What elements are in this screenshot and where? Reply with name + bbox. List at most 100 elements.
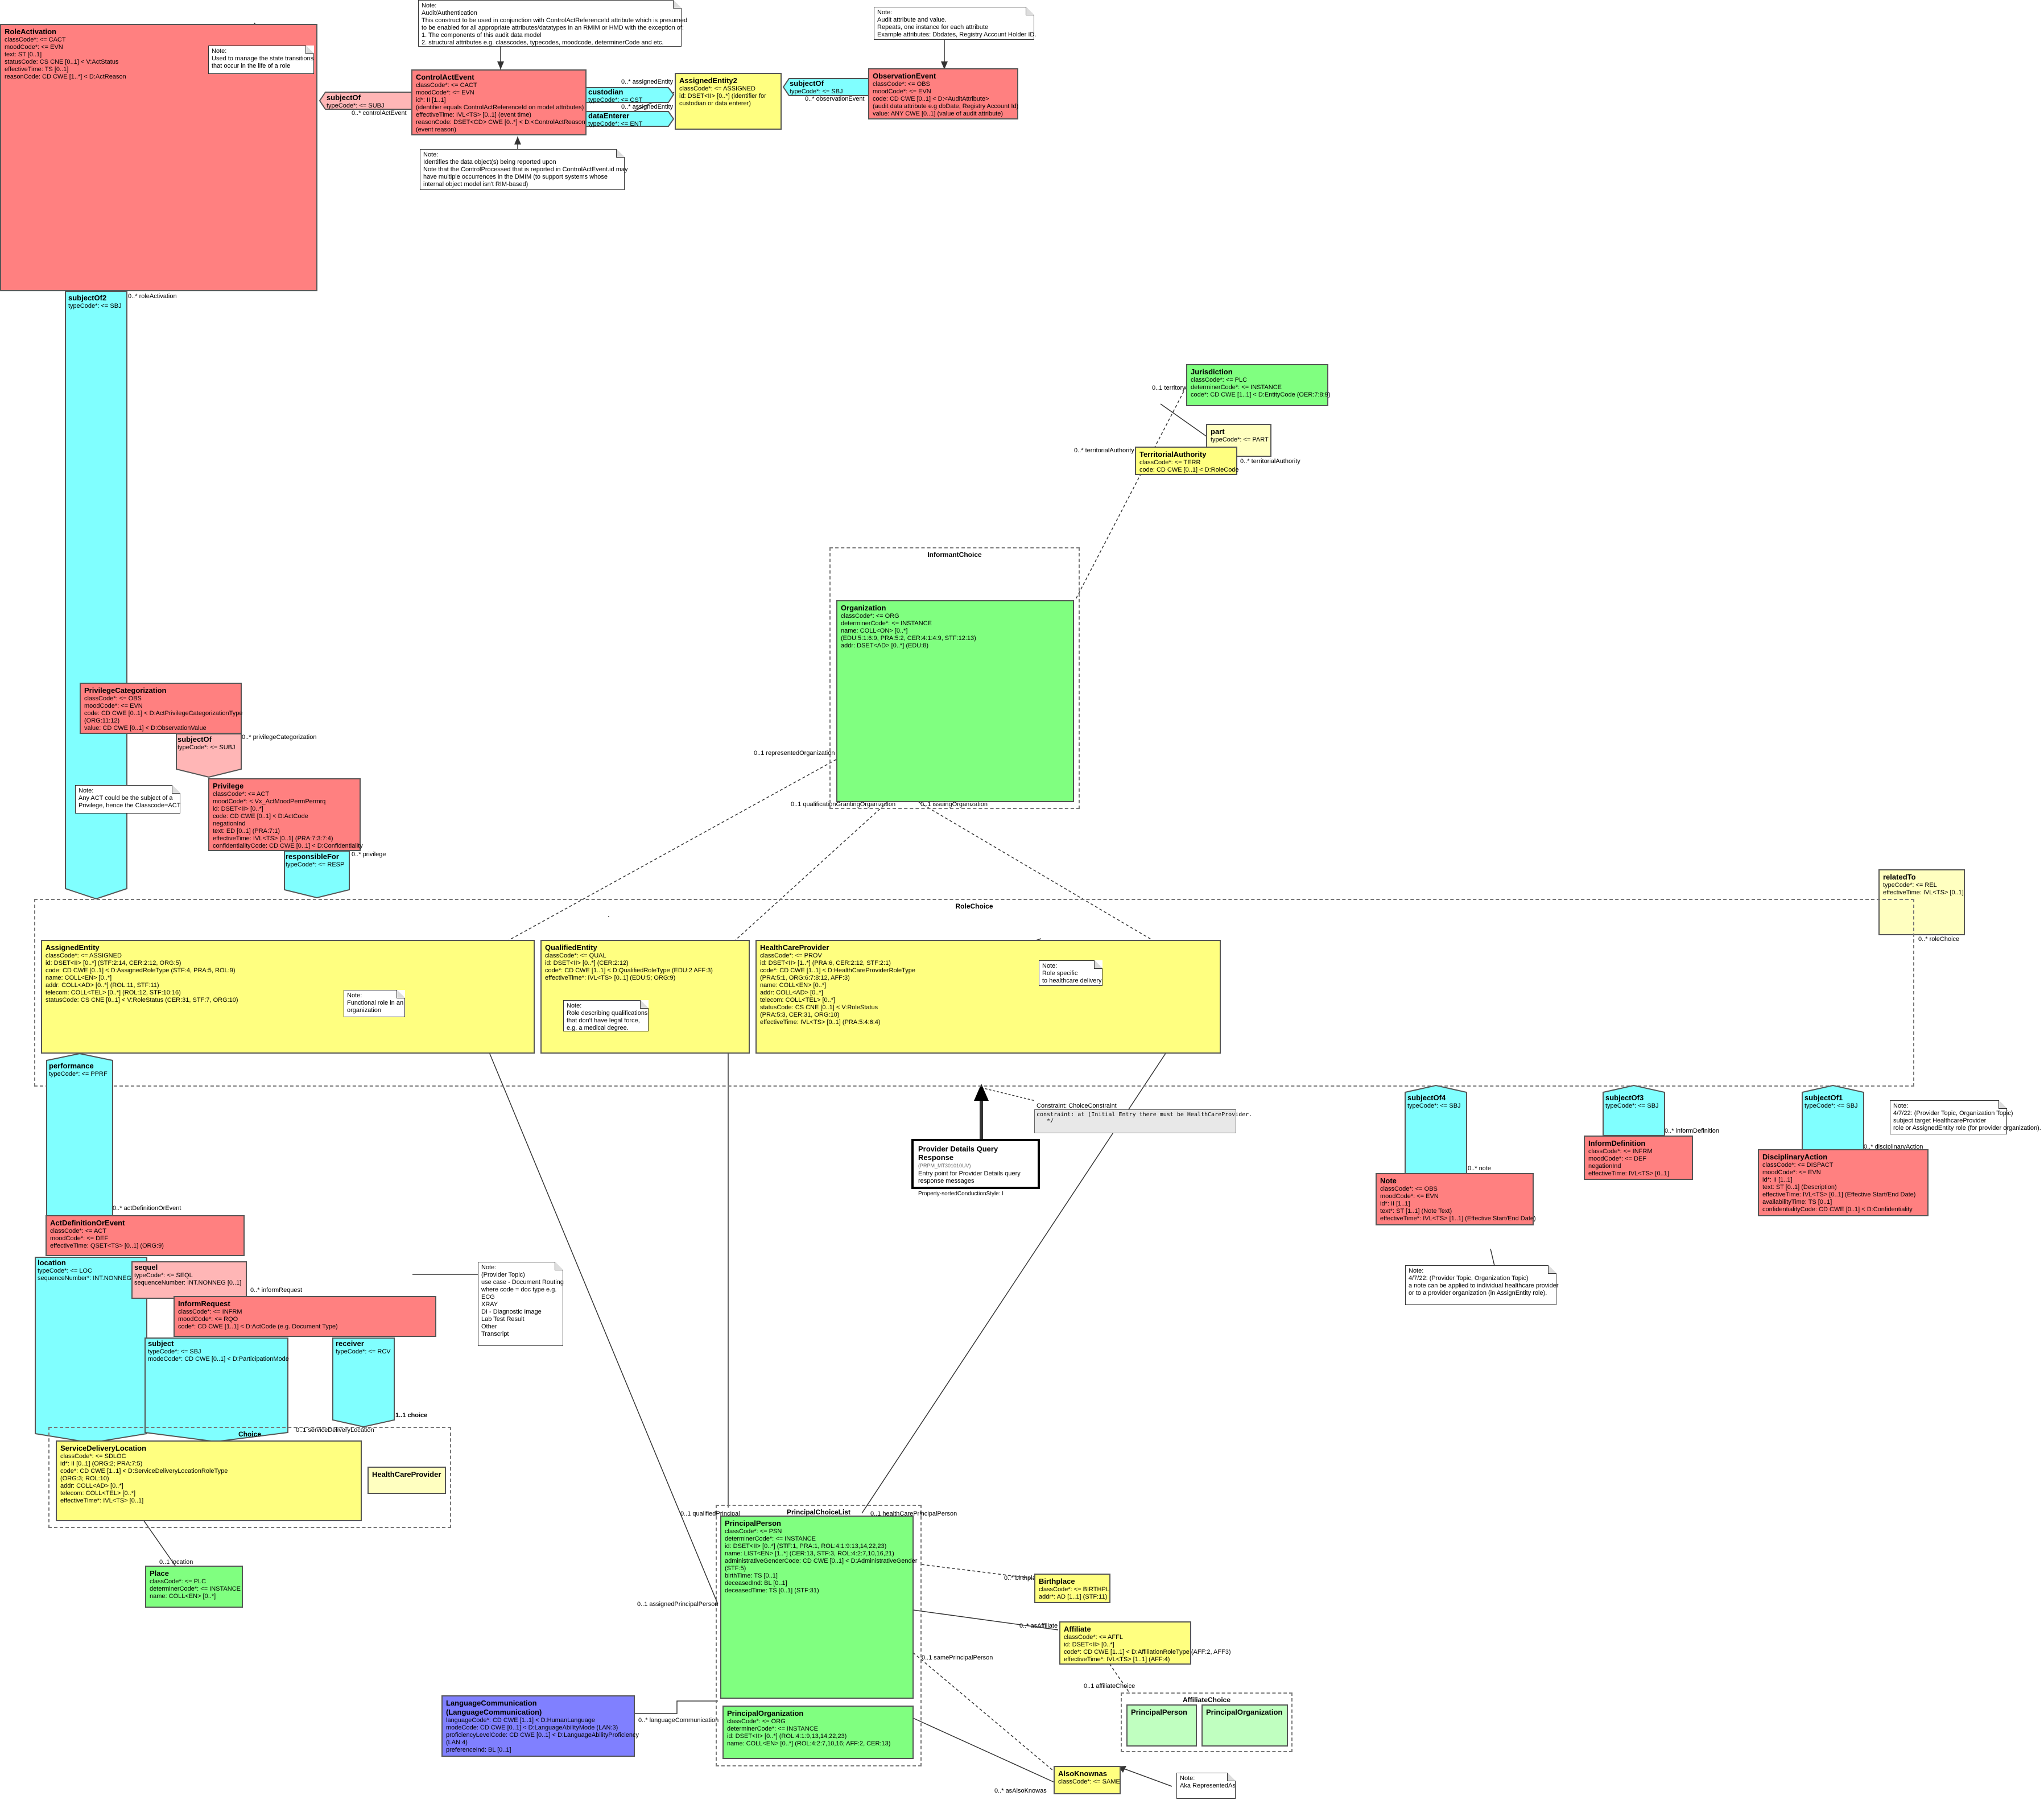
class-title: AssignedEntity2 <box>679 76 737 85</box>
location-shape <box>35 1257 147 1444</box>
participation-attributes: typeCode*: <= PPRF <box>49 1071 108 1077</box>
choice-title: Choice <box>238 1430 261 1438</box>
privilege-categorization-class[interactable]: PrivilegeCategorization classCode*: <= O… <box>80 683 242 734</box>
participation-attributes: typeCode*: <= LOC sequenceNumber*: INT.N… <box>38 1268 132 1282</box>
participation-attributes: typeCode*: <= SBJ <box>1804 1103 1858 1109</box>
class-attributes: classCode*: <= PLC determinerCode*: <= I… <box>1191 377 1331 398</box>
class-title: PrincipalOrganization <box>727 1709 804 1718</box>
subjectof-priv-participation[interactable]: subjectOf typeCode*: <= SUBJ <box>177 735 236 752</box>
choice-title: RoleChoice <box>955 902 993 910</box>
participation-attributes: typeCode*: <= SBJ <box>1407 1103 1461 1109</box>
subjectof2-participation[interactable] <box>65 291 128 900</box>
participation-title: subject <box>148 1339 174 1348</box>
privilege-mult: 0..* privilege <box>352 851 386 858</box>
note-act-class[interactable]: Note classCode*: <= OBS moodCode*: <= EV… <box>1376 1173 1536 1225</box>
class-attributes: classCode*: <= OBS moodCode*: <= EVN cod… <box>84 695 243 732</box>
participation-attributes: typeCode*: <= RCV <box>336 1348 391 1355</box>
birthplace-class[interactable]: Birthplace classCode*: <= BIRTHPL addr*:… <box>1034 1574 1110 1603</box>
class-title: relatedTo <box>1883 873 1916 881</box>
assigned-entity-mult: 0..* assignedEntity <box>621 79 674 85</box>
principal-person-class[interactable]: PrincipalPerson classCode*: <= PSN deter… <box>720 1516 918 1699</box>
privilege-class[interactable]: Privilege classCode*: <= ACT moodCode*: … <box>208 778 363 851</box>
choice-mult: 1..1 choice <box>395 1412 428 1419</box>
sequel-participation[interactable]: sequel typeCode*: <= SEQL sequenceNumber… <box>134 1263 241 1287</box>
class-attributes: classCode*: <= OBS moodCode*: <= EVN id*… <box>1380 1186 1536 1222</box>
role-activation-mult: 0..* roleActivation <box>128 293 177 300</box>
class-title: RoleActivation <box>5 27 57 36</box>
service-delivery-location-class[interactable]: ServiceDeliveryLocation classCode*: <= S… <box>56 1440 362 1521</box>
qualified-entity-class[interactable]: QualifiedEntity classCode*: <= QUAL id: … <box>540 940 750 1054</box>
subjectof3-participation[interactable]: subjectOf3 typeCode*: <= SBJ <box>1605 1093 1659 1110</box>
class-title: Affiliate <box>1064 1625 1091 1633</box>
performance-participation[interactable]: performance typeCode*: <= PPRF <box>49 1062 108 1078</box>
healthcare-provider-class[interactable]: HealthCareProvider classCode*: <= PROV i… <box>755 940 1221 1054</box>
participation-title: custodian <box>588 88 623 96</box>
principal-person-choice-class[interactable]: PrincipalPerson <box>1126 1704 1197 1747</box>
subjectof-obs-participation[interactable]: subjectOf typeCode*: <= SBJ <box>790 79 843 96</box>
class-title: HealthCareProvider <box>372 1470 441 1479</box>
language-mult: 0..* languageCommunication <box>638 1717 719 1724</box>
place-class[interactable]: Place classCode*: <= PLC determinerCode*… <box>145 1566 243 1608</box>
qualification-org-mult: 0..1 qualificationGrantingOrganization <box>791 801 896 808</box>
control-act-note: Note: Identifies the data object(s) bein… <box>420 149 628 190</box>
class-attributes: classCode*: <= PSN determinerCode*: <= I… <box>725 1528 918 1594</box>
subjectof1-participation[interactable]: subjectOf1 typeCode*: <= SBJ <box>1804 1093 1858 1110</box>
affiliate-class[interactable]: Affiliate classCode*: <= AFFL id: DSET<I… <box>1059 1621 1231 1665</box>
class-title: part <box>1211 427 1225 436</box>
class-attributes: classCode*: <= PROV id: DSET<II> [1..*] … <box>760 952 915 1026</box>
observation-event-class[interactable]: ObservationEvent classCode*: <= OBS mood… <box>868 68 1018 119</box>
dataenterer-participation[interactable]: dataEnterer typeCode*: <= ENT <box>588 112 642 128</box>
assigned-entity2-class[interactable]: AssignedEntity2 classCode*: <= ASSIGNED … <box>675 73 782 130</box>
role-choice: RoleChoice <box>34 899 1914 1087</box>
subjectof-priv-shape <box>176 733 242 778</box>
qualification-connector <box>733 802 888 942</box>
disciplinary-action-class[interactable]: DisciplinaryAction classCode*: <= DISPAC… <box>1758 1149 1929 1216</box>
organization-class[interactable]: Organization classCode*: <= ORG determin… <box>836 600 1074 802</box>
participation-title: subjectOf1 <box>1804 1093 1843 1102</box>
birthplace-mult: 0..* birthplace <box>1004 1575 1043 1582</box>
class-attributes: classCode*: <= QUAL id: DSET<II> [0..*] … <box>545 952 713 981</box>
part-participation[interactable]: part typeCode*: <= PART <box>1206 424 1271 457</box>
act-definition-or-event-class[interactable]: ActDefinitionOrEvent classCode*: <= ACT … <box>46 1215 245 1256</box>
healthcare-note: Note: Role specific to healthcare delive… <box>1039 960 1102 986</box>
subjectof4-participation[interactable]: subjectOf4 typeCode*: <= SBJ <box>1407 1093 1461 1110</box>
class-attributes: classCode*: <= CACT moodCode*: <= EVN id… <box>416 82 589 133</box>
responsiblefor-shape <box>284 851 350 899</box>
location-participation[interactable]: location typeCode*: <= LOC sequenceNumbe… <box>38 1258 131 1282</box>
subjectof-control-participation[interactable] <box>319 91 414 110</box>
control-act-mult: 0..* controlActEvent <box>352 110 407 117</box>
entry-description: Entry point for Provider Details query r… <box>918 1170 1021 1184</box>
privilege-categorization-mult: 0..* privilegeCategorization <box>242 734 317 741</box>
participation-attributes: typeCode*: <= SUBJ <box>327 102 385 109</box>
issuing-org-mult: 0..1 issuingOrganization <box>920 801 988 808</box>
inform-definition-class[interactable]: InformDefinition classCode*: <= INFRM mo… <box>1584 1136 1693 1180</box>
subjectof-obs-shape <box>782 78 870 96</box>
custodian-participation[interactable]: custodian typeCode*: <= CST <box>588 88 642 104</box>
entry-point-box[interactable]: Provider Details Query Response (PRPM_MT… <box>911 1139 1040 1197</box>
language-communication-class[interactable]: LanguageCommunication (LanguageCommunica… <box>441 1695 639 1757</box>
receiver-participation[interactable]: receiver typeCode*: <= RCV <box>336 1339 391 1356</box>
service-delivery-mult: 0..1 serviceDeliveryLocation <box>296 1427 374 1434</box>
inform-definition-mult: 0..* informDefinition <box>1665 1128 1719 1134</box>
class-attributes: classCode*: <= INFRM moodCode*: <= RQO c… <box>178 1308 338 1330</box>
subject-participation[interactable]: subject typeCode*: <= SBJ modeCode*: CD … <box>148 1339 289 1363</box>
responsiblefor-participation[interactable]: responsibleFor typeCode*: <= RESP <box>286 852 344 869</box>
inform-request-class[interactable]: InformRequest classCode*: <= INFRM moodC… <box>174 1296 436 1337</box>
participation-attributes: typeCode*: <= SBJ <box>790 88 843 95</box>
custodian-dataenterer-shapes <box>585 87 675 127</box>
choice-title: InformantChoice <box>927 551 982 559</box>
participation-attributes: typeCode*: <= RESP <box>286 861 345 868</box>
control-act-event-class[interactable]: ControlActEvent classCode*: <= CACT mood… <box>411 69 589 135</box>
healthcare-provider-choice-class[interactable]: HealthCareProvider <box>367 1467 446 1494</box>
also-knownas-class[interactable]: AlsoKnownas classCode*: <= SAME <box>1054 1766 1121 1794</box>
assigned-note: Note: Functional role in an organization <box>344 990 405 1017</box>
observation-event-mult: 0..* observationEvent <box>805 96 865 102</box>
assigned-entity-class[interactable]: AssignedEntity classCode*: <= ASSIGNED i… <box>41 940 535 1054</box>
principal-organization-choice-class[interactable]: PrincipalOrganization <box>1201 1704 1288 1747</box>
principal-organization-class[interactable]: PrincipalOrganization classCode*: <= ORG… <box>722 1706 914 1759</box>
territorial-authority-class[interactable]: TerritorialAuthority classCode*: <= TERR… <box>1135 447 1239 475</box>
relatedto-participation[interactable]: relatedTo typeCode*: <= REL effectiveTim… <box>1878 869 1965 935</box>
jurisdiction-class[interactable]: Jurisdiction classCode*: <= PLC determin… <box>1186 364 1331 406</box>
class-title: PrivilegeCategorization <box>84 686 167 695</box>
class-title: QualifiedEntity <box>545 943 597 952</box>
